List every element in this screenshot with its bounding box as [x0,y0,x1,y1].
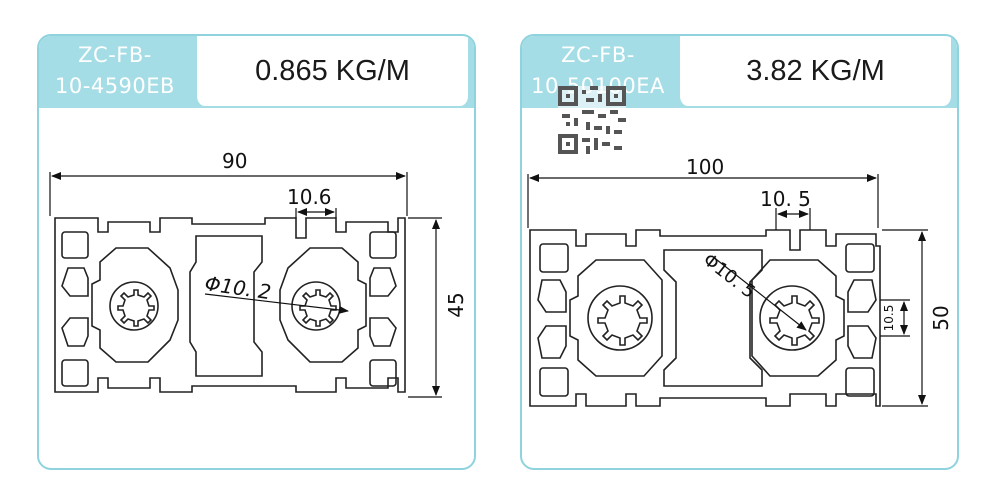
side-cavity [279,247,367,363]
bore-dimension: Φ10. 5 [699,249,759,302]
product-card-4590: ZC-FB- 10-4590EB 0.865 KG/M [37,34,476,470]
profile-4590 [54,217,406,393]
corner-cavity [369,359,397,387]
t-slot [61,267,89,297]
center-bore [759,285,825,351]
weight-label: 0.865 KG/M [195,36,470,106]
weight-label: 3.82 KG/M [678,36,953,106]
corner-cavity [845,367,875,397]
outer-outline [54,217,406,393]
card-header: ZC-FB- 10-50100EA 3.82 KG/M [522,36,957,108]
side-cavity [569,259,663,377]
slot-dimension: 10.6 [287,185,332,209]
t-slot [847,325,877,359]
t-slot [369,317,397,347]
corner-cavity [61,359,89,387]
t-slot [61,317,89,347]
bore-spline [117,289,155,327]
side-cavity [751,259,845,377]
product-code: ZC-FB- 10-4590EB [39,36,191,108]
small-dimension: 10.5 [882,305,896,332]
center-bore [109,281,159,331]
center-bore [587,285,653,351]
corner-cavity [369,231,397,259]
bore-dimension: Φ10. 2 [203,271,272,304]
corner-cavity [845,243,875,273]
product-code-line1: ZC-FB- [561,43,635,67]
t-slot [847,279,877,313]
width-dimension: 100 [686,155,724,179]
corner-cavity [539,367,569,397]
width-dimension: 90 [222,149,247,173]
t-slot [537,279,567,313]
product-code-line1: ZC-FB- [78,43,152,67]
t-slot [369,267,397,297]
dimensions-4590 [49,172,442,398]
dimensions-50100 [527,174,928,407]
bore-spline [299,289,337,327]
outer-outline [529,229,881,407]
bore-spline [769,295,820,346]
height-dimension: 45 [444,292,468,317]
t-slot [537,325,567,359]
side-cavity [91,247,179,363]
slot-dimension: 10. 5 [760,187,811,211]
corner-cavity [539,243,569,273]
card-header: ZC-FB- 10-4590EB 0.865 KG/M [39,36,474,108]
center-cavity [189,235,263,377]
bore-spline [597,295,648,346]
corner-cavity [61,231,89,259]
profile-50100 [529,229,881,407]
product-code-line2: 10-4590EB [55,74,175,98]
qr-code-icon [558,86,626,154]
height-dimension: 50 [929,305,953,330]
